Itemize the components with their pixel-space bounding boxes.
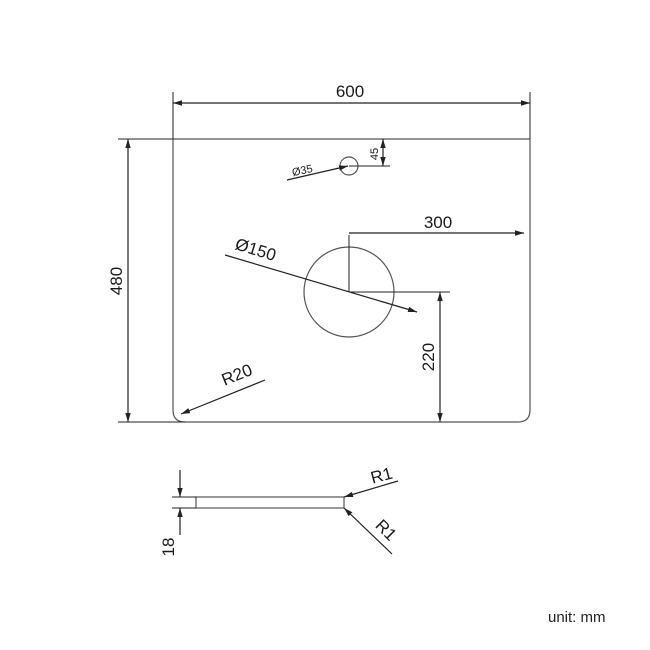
offset-300-label: 300 xyxy=(424,213,452,232)
edge-radius-bottom-label: R1 xyxy=(371,516,400,545)
width-label: 600 xyxy=(336,82,364,101)
tap-diameter-leader xyxy=(286,165,349,181)
diameter-150-label: Ø150 xyxy=(233,235,278,265)
diameter-150-leader xyxy=(224,254,418,313)
countertop-outline xyxy=(172,138,531,423)
corner-radius-label: R20 xyxy=(219,360,255,389)
tap-diameter-label: Ø35 xyxy=(291,163,314,179)
corner-radius-leader xyxy=(180,379,266,415)
unit-label: unit: mm xyxy=(548,609,606,626)
edge-radius-top-label: R1 xyxy=(369,464,395,488)
offset-220-label: 220 xyxy=(419,343,438,371)
profile-outline xyxy=(195,496,345,509)
edge-radius-bottom-leader xyxy=(343,507,393,555)
edge-radius-top-leader xyxy=(343,480,399,498)
thickness-label: 18 xyxy=(159,538,178,557)
tap-offset-label: 45 xyxy=(369,148,381,160)
height-label: 480 xyxy=(107,267,126,295)
